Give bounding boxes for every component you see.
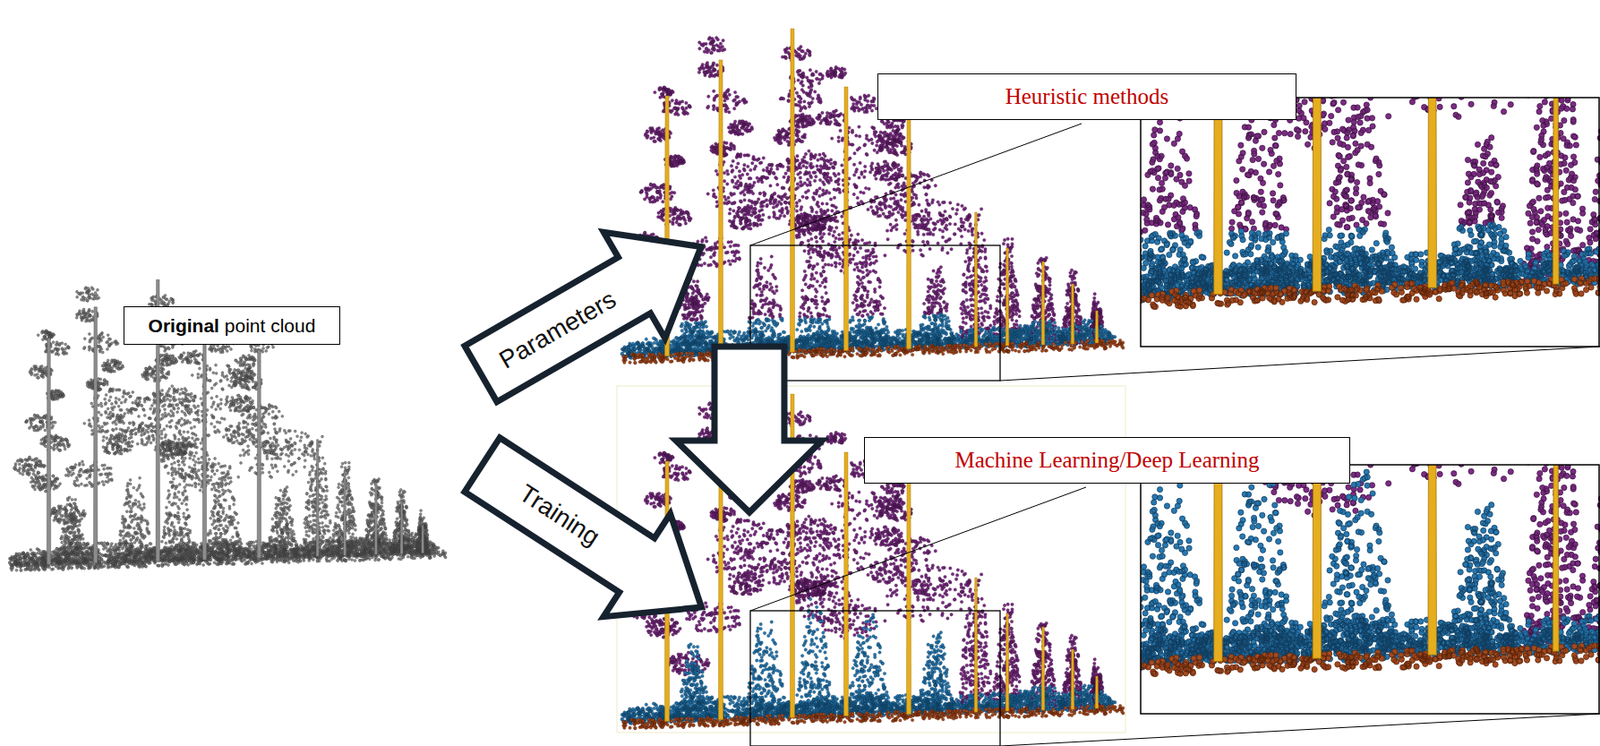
box-label: Heuristic methods (1005, 84, 1170, 110)
leader-line (750, 123, 1082, 246)
zoom-inset (1140, 97, 1600, 347)
inset-border (1140, 464, 1600, 714)
inset-border (1140, 97, 1600, 347)
training-arrow: Training (444, 408, 741, 664)
leader-line (1000, 346, 1600, 381)
zoom-inset (1140, 464, 1600, 714)
leader-line (1000, 713, 1600, 746)
zoom-rectangle (750, 610, 1001, 746)
box-label: Original point cloud (148, 315, 317, 337)
arrow-label: Parameters (494, 283, 621, 374)
box-label: Machine Learning/Deep Learning (954, 447, 1259, 473)
plain-words: point cloud (219, 315, 316, 336)
label-box: Original point cloud (123, 306, 341, 345)
zoomed-cloud (1140, 97, 1600, 317)
parameter-arrow: Parameters (444, 188, 736, 432)
zoomed-cloud (1140, 464, 1600, 685)
bold-word: Original (148, 315, 220, 336)
down-arrow (675, 346, 822, 513)
method-box: Machine Learning/Deep Learning (864, 436, 1351, 484)
arrow-shape (448, 412, 736, 659)
leader-line (750, 487, 1087, 611)
arrow-label: Training (513, 478, 605, 551)
method-box: Heuristic methods (877, 73, 1297, 120)
zoom-rectangle (750, 245, 1001, 381)
original-cloud (8, 279, 447, 572)
arrow-shape (450, 193, 732, 428)
